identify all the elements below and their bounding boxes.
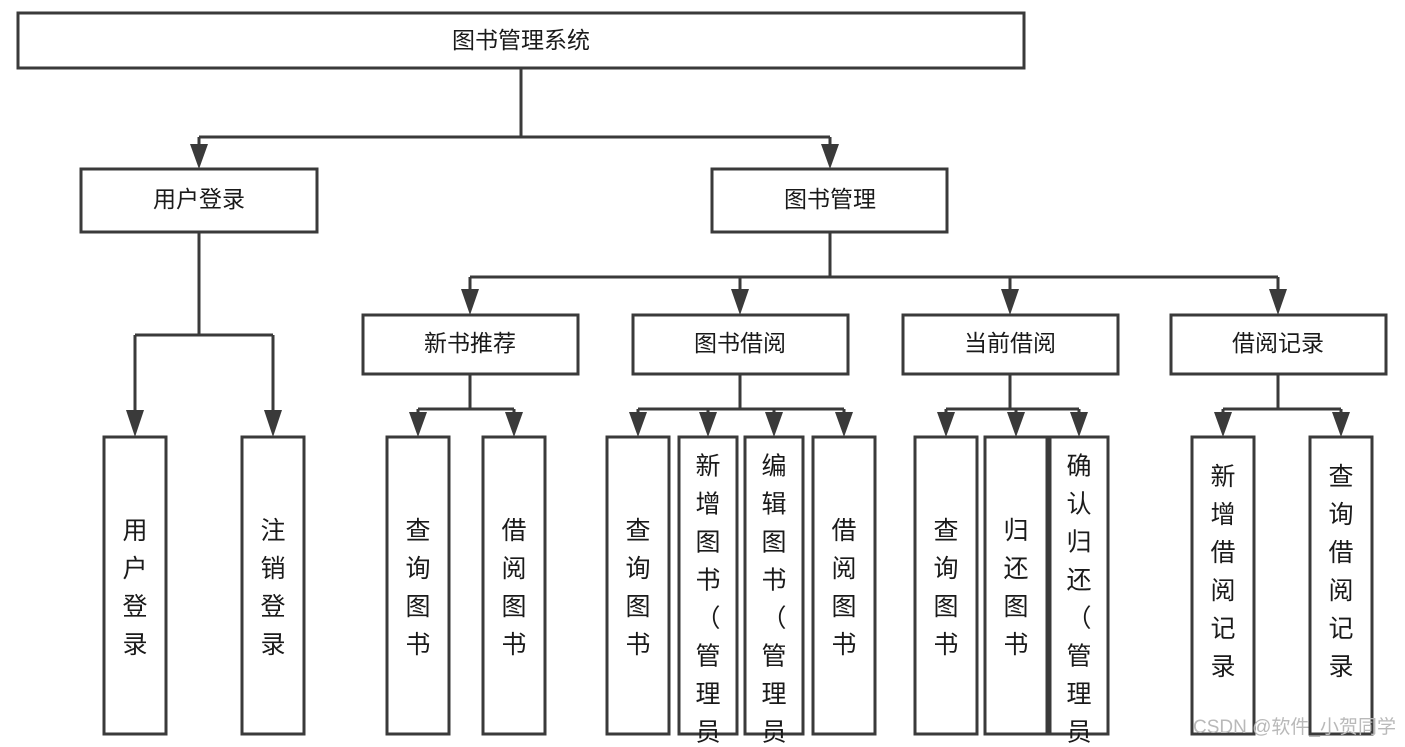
node-current-borrow-box[interactable] xyxy=(901,313,1120,376)
node-leaf-confirm-return-admin-label: 确认归还（管理员） xyxy=(1066,453,1091,747)
arrowhead-leaf-add-borrow-record xyxy=(1214,412,1232,437)
node-book-management[interactable]: 图书管理 xyxy=(710,167,949,234)
node-borrow-records-label: 借阅记录 xyxy=(1232,330,1324,356)
node-leaf-borrow-book-box[interactable] xyxy=(811,435,877,736)
node-layer: 图书管理系统 用户登录 图书管理 新书推荐 图书借阅 xyxy=(16,11,1388,747)
node-leaf-logout[interactable]: 注销登录 xyxy=(240,435,306,736)
arrowhead-current-borrow xyxy=(1001,289,1019,315)
arrowhead-leaf-query-book-recommend xyxy=(409,412,427,437)
node-new-book-recommend[interactable]: 新书推荐 xyxy=(361,313,580,376)
node-leaf-borrow-book-recommend-label: 借阅图书 xyxy=(501,517,526,659)
node-current-borrow-label: 当前借阅 xyxy=(964,330,1056,356)
node-leaf-confirm-return-admin[interactable]: 确认归还（管理员） xyxy=(1048,435,1110,747)
arrowhead-leaf-edit-book-admin xyxy=(765,412,783,437)
node-book-borrow[interactable]: 图书借阅 xyxy=(631,313,850,376)
arrowhead-leaf-query-borrow-record xyxy=(1332,412,1350,437)
node-leaf-query-book-recommend[interactable]: 查询图书 xyxy=(385,435,451,736)
node-leaf-add-book-admin[interactable]: 新增图书（管理员） xyxy=(677,435,739,747)
node-leaf-query-borrow-record-box[interactable] xyxy=(1308,435,1374,736)
arrowhead-leaf-user-login xyxy=(126,410,144,437)
node-new-book-recommend-box[interactable] xyxy=(361,313,580,376)
csdn-watermark: CSDN @软件_小贺同学 xyxy=(1193,716,1396,738)
arrowhead-leaf-query-book-current xyxy=(937,412,955,437)
node-leaf-query-book-borrow-box[interactable] xyxy=(605,435,671,736)
arrowhead-book-management xyxy=(821,144,839,169)
node-leaf-borrow-book-recommend[interactable]: 借阅图书 xyxy=(481,435,547,736)
node-leaf-query-book-current-box[interactable] xyxy=(913,435,979,736)
node-book-borrow-box[interactable] xyxy=(631,313,850,376)
node-book-management-label: 图书管理 xyxy=(784,186,876,212)
node-book-borrow-label: 图书借阅 xyxy=(694,330,786,356)
arrowhead-leaf-confirm-return-admin xyxy=(1070,412,1088,437)
node-leaf-add-borrow-record-box[interactable] xyxy=(1190,435,1256,736)
node-new-book-recommend-label: 新书推荐 xyxy=(424,330,516,356)
node-user-login-box[interactable] xyxy=(79,167,319,234)
node-user-login-label: 用户登录 xyxy=(153,186,245,212)
node-leaf-borrow-book-label: 借阅图书 xyxy=(831,517,856,659)
node-leaf-return-book-box[interactable] xyxy=(983,435,1049,736)
node-leaf-logout-box[interactable] xyxy=(240,435,306,736)
node-root-box[interactable] xyxy=(16,11,1026,70)
node-leaf-borrow-book[interactable]: 借阅图书 xyxy=(811,435,877,736)
node-current-borrow[interactable]: 当前借阅 xyxy=(901,313,1120,376)
node-leaf-edit-book-admin[interactable]: 编辑图书（管理员） xyxy=(743,435,805,747)
node-leaf-edit-book-admin-label: 编辑图书（管理员） xyxy=(761,453,786,747)
node-leaf-query-book-recommend-box[interactable] xyxy=(385,435,451,736)
node-leaf-return-book[interactable]: 归还图书 xyxy=(983,435,1049,736)
node-leaf-query-book-recommend-label: 查询图书 xyxy=(405,517,430,659)
arrowhead-borrow-records xyxy=(1269,289,1287,315)
arrowhead-book-borrow xyxy=(731,289,749,315)
node-leaf-query-borrow-record-label: 查询借阅记录 xyxy=(1328,463,1353,681)
node-borrow-records-box[interactable] xyxy=(1169,313,1388,376)
node-leaf-user-login[interactable]: 用户登录 xyxy=(102,435,168,736)
arrowhead-leaf-borrow-book xyxy=(835,412,853,437)
arrowhead-leaf-logout xyxy=(264,410,282,437)
node-user-login[interactable]: 用户登录 xyxy=(79,167,319,234)
node-leaf-edit-book-admin-box[interactable] xyxy=(743,435,805,736)
arrowhead-leaf-query-book-borrow xyxy=(629,412,647,437)
leaf-layer: 用户登录 注销登录 查询图书 借阅图书 查询图书 新增图书（管理员） 编辑图书（管理员） 借阅… xyxy=(102,435,1374,747)
node-leaf-user-login-label: 用户登录 xyxy=(122,517,147,659)
node-leaf-borrow-book-recommend-box[interactable] xyxy=(481,435,547,736)
node-leaf-query-book-current[interactable]: 查询图书 xyxy=(913,435,979,736)
arrowhead-leaf-borrow-book-recommend xyxy=(505,412,523,437)
arrowhead-user-login xyxy=(190,144,208,169)
arrowhead-leaf-add-book-admin xyxy=(699,412,717,437)
node-leaf-user-login-box[interactable] xyxy=(102,435,168,736)
node-book-management-box[interactable] xyxy=(710,167,949,234)
node-leaf-logout-label: 注销登录 xyxy=(260,517,285,659)
node-root[interactable]: 图书管理系统 xyxy=(16,11,1026,70)
node-leaf-add-borrow-record-label: 新增借阅记录 xyxy=(1210,463,1235,681)
node-leaf-add-book-admin-box[interactable] xyxy=(677,435,739,736)
node-borrow-records[interactable]: 借阅记录 xyxy=(1169,313,1388,376)
arrowhead-leaf-return-book xyxy=(1007,412,1025,437)
node-leaf-query-borrow-record[interactable]: 查询借阅记录 xyxy=(1308,435,1374,736)
node-leaf-query-book-current-label: 查询图书 xyxy=(933,517,958,659)
node-leaf-query-book-borrow[interactable]: 查询图书 xyxy=(605,435,671,736)
node-leaf-return-book-label: 归还图书 xyxy=(1003,517,1028,659)
connector-layer xyxy=(126,68,1350,437)
node-root-label: 图书管理系统 xyxy=(452,27,590,53)
node-leaf-confirm-return-admin-box[interactable] xyxy=(1048,435,1110,736)
node-leaf-query-book-borrow-label: 查询图书 xyxy=(625,517,650,659)
node-leaf-add-borrow-record[interactable]: 新增借阅记录 xyxy=(1190,435,1256,736)
node-leaf-add-book-admin-label: 新增图书（管理员） xyxy=(695,453,720,747)
arrowhead-new-book-recommend xyxy=(461,289,479,315)
